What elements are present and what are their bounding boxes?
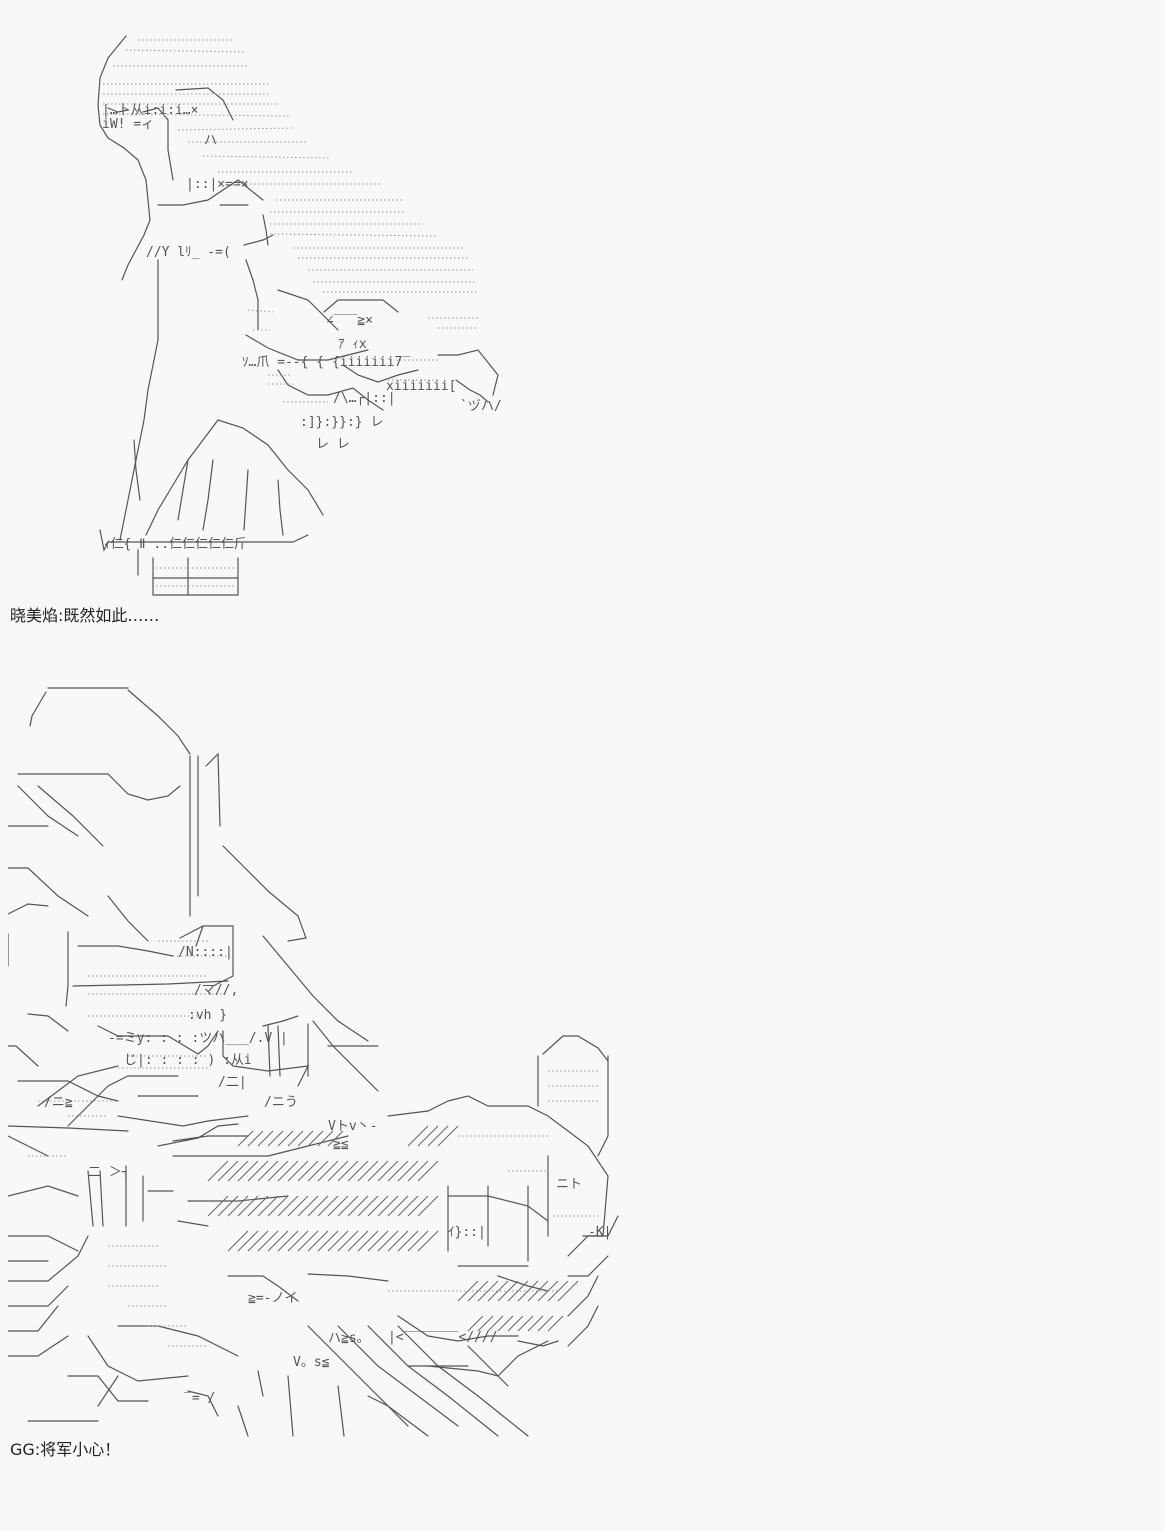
svg-text:ｿ…爪 =--{ { {iiiiiii7‾: ｿ…爪 =--{ { {iiiiiii7‾ (242, 355, 410, 370)
svg-text:≧≦: ≧≦ (333, 1137, 349, 1152)
svg-text:∠‾‾‾≧×: ∠‾‾‾≧× (326, 313, 373, 328)
svg-text:iW! =ィ: iW! =ィ (102, 117, 154, 132)
svg-text:xiiiiiii[: xiiiiiii[ (386, 379, 456, 394)
svg-text:|::|×==×: |::|×==× (186, 177, 249, 192)
svg-text:/ニ≧: /ニ≧ (44, 1095, 73, 1110)
speaker-name: 晓美焰 (10, 606, 59, 625)
svg-text:/二|: /二| (218, 1075, 247, 1090)
svg-text:/N::::|: /N::::| (178, 945, 233, 960)
svg-text:-=ミy: : : :ツハ___/.V |: -=ミy: : : :ツハ___/.V | (108, 1031, 288, 1046)
svg-text:`ヅハ/: `ヅハ/ (460, 399, 502, 414)
dialogue-line-2: GG:将军小心！ (10, 1440, 120, 1460)
homura-ascii-art: iW! =ィ |…卜从i:i:i…× ハ |::|×==× //Y lﾘ_ -=… (8, 30, 528, 602)
svg-text:ｲ}::|: ｲ}::| (448, 1225, 486, 1240)
svg-text:-K|: -K| (588, 1225, 611, 1240)
svg-text::]}:}}:} レ: :]}:}}:} レ (300, 415, 383, 430)
svg-text:ハ: ハ (204, 133, 217, 148)
dialogue-text: 将军小心！ (40, 1440, 121, 1459)
svg-text://Y lﾘ_ -=(: //Y lﾘ_ -=( (146, 245, 231, 260)
svg-text:ニト: ニト (556, 1177, 582, 1192)
speaker-name: GG (10, 1440, 35, 1459)
svg-text:‾= /: ‾= / (184, 1391, 215, 1406)
dialogue-line-1: 晓美焰:既然如此…… (10, 606, 159, 626)
svg-text:ｱ ｨx: ｱ ｨx (338, 337, 367, 352)
svg-text:/ニう: /ニう (264, 1095, 298, 1110)
svg-text:/\…┌|::|: /\…┌|::| (333, 391, 396, 406)
svg-text:|<‾‾‾‾‾‾‾<////: |<‾‾‾‾‾‾‾<//// (388, 1330, 498, 1345)
armored-figure-ascii-art: /N::::| /マ//, :vh } -=ミy: : : :ツハ___/.V … (8, 676, 628, 1446)
svg-text:≧=-ノイ: ≧=-ノイ (248, 1291, 297, 1306)
svg-text::vh }: :vh } (188, 1008, 227, 1023)
svg-text:ハ≧s。: ハ≧s。 (328, 1331, 370, 1346)
svg-text:じ|: : : : ) :从i: じ|: : : : ) :从i (124, 1053, 252, 1068)
dialogue-text: 既然如此…… (63, 606, 160, 625)
svg-text:Vトv丶-: Vトv丶- (328, 1119, 377, 1134)
speaker-separator: : (58, 606, 64, 625)
svg-text:|…卜从i:i:i…×: |…卜从i:i:i…× (102, 103, 198, 118)
page-frame: iW! =ィ |…卜从i:i:i…× ハ |::|×==× //Y lﾘ_ -=… (8, 0, 1165, 1531)
svg-text:二 ＞┐: 二 ＞┐ (88, 1165, 130, 1180)
svg-text:/マ//,: /マ//, (194, 983, 238, 998)
speaker-separator: : (34, 1440, 41, 1459)
svg-text:レ レ: レ レ (316, 437, 350, 452)
svg-text:V。s≦: V。s≦ (293, 1355, 330, 1370)
svg-text:ｨ仁{ Ⅱ ..仁仁仁仁仁斤: ｨ仁{ Ⅱ ..仁仁仁仁仁斤 (104, 537, 247, 552)
